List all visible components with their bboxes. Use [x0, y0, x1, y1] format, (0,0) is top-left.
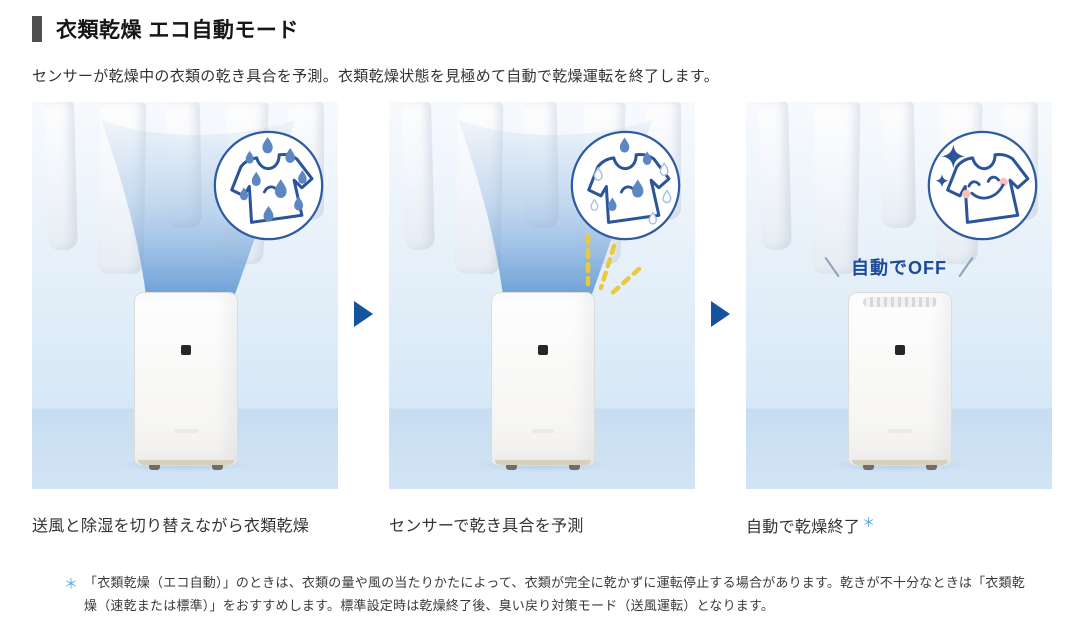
- heading-accent-bar: [32, 16, 42, 42]
- sensor-rays-icon: [585, 233, 642, 298]
- step-2-illustration: [389, 102, 695, 489]
- plasmacluster-logo-icon: [181, 345, 191, 355]
- steps-row: 送風と除湿を切り替えながら衣類乾燥: [32, 102, 1052, 537]
- callout-slash-right: [958, 256, 974, 278]
- drying-shirt-icon: [570, 130, 681, 241]
- footnote-marker-icon: ＊: [862, 515, 876, 530]
- footnote-asterisk: ＊: [64, 576, 78, 592]
- footnote: ＊ 「衣類乾燥（エコ自動）」のときは、衣類の量や風の当たりかたによって、衣類が完…: [64, 572, 1026, 618]
- wet-shirt-icon: [213, 130, 324, 241]
- dehumidifier: [491, 292, 595, 470]
- next-step-arrow-icon: [711, 301, 730, 327]
- next-step-arrow-icon: [354, 301, 373, 327]
- intro-text: センサーが乾燥中の衣類の乾き具合を予測。衣類乾燥状態を見極めて自動で乾燥運転を終…: [32, 68, 720, 85]
- step-2-caption: センサーで乾き具合を予測: [389, 518, 584, 535]
- page-title: 衣類乾燥 エコ自動モード: [56, 19, 299, 42]
- brand-mark: [888, 429, 912, 433]
- dehumidifier: [848, 292, 952, 470]
- step-1-illustration: [32, 102, 338, 489]
- air-outlet-grille: [863, 297, 937, 307]
- step-2: センサーで乾き具合を予測: [389, 102, 695, 536]
- auto-off-label: 自動でOFF: [851, 258, 947, 278]
- step-3-illustration: 自動でOFF: [746, 102, 1052, 489]
- step-3: 自動でOFF: [746, 102, 1052, 537]
- auto-off-callout: 自動でOFF: [746, 254, 1052, 280]
- step-3-caption: 自動で乾燥終了＊: [746, 515, 876, 536]
- callout-slash-left: [824, 256, 840, 278]
- step-1: 送風と除湿を切り替えながら衣類乾燥: [32, 102, 338, 536]
- dry-happy-shirt-icon: [927, 130, 1038, 241]
- plasmacluster-logo-icon: [895, 345, 905, 355]
- footnote-text: 「衣類乾燥（エコ自動）」のときは、衣類の量や風の当たりかたによって、衣類が完全に…: [84, 575, 1025, 613]
- dehumidifier: [134, 292, 238, 470]
- section-header: 衣類乾燥 エコ自動モード: [32, 14, 1052, 44]
- step-1-caption: 送風と除湿を切り替えながら衣類乾燥: [32, 518, 310, 535]
- brand-mark: [174, 429, 198, 433]
- brand-mark: [531, 429, 555, 433]
- plasmacluster-logo-icon: [538, 345, 548, 355]
